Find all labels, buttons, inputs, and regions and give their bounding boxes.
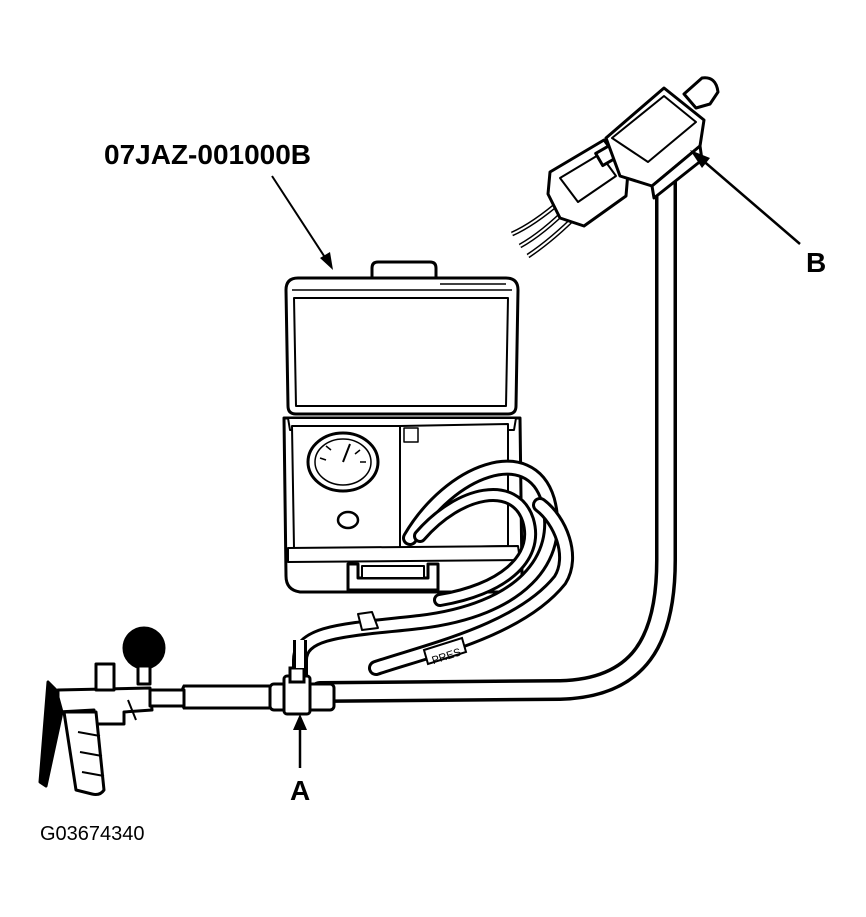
- tester-hoses: [292, 459, 575, 688]
- pressure-tester-case: [282, 260, 524, 594]
- pump-hose: [179, 684, 274, 710]
- figure-id-label: G03674340: [40, 823, 145, 845]
- callout-b-label: B: [806, 247, 826, 278]
- callout-a-arrow: [293, 714, 307, 768]
- tool-number-label: 07JAZ-001000B: [104, 139, 311, 170]
- callout-b-arrow: [690, 150, 801, 245]
- callout-a-label: A: [290, 775, 310, 806]
- pressure-sensor: [510, 76, 720, 259]
- sensor-hose: [309, 159, 677, 703]
- release-valve-button: [336, 510, 360, 530]
- hand-vacuum-pump: [38, 626, 186, 796]
- pres-hose-tag: PRES: [422, 636, 468, 667]
- tool-number-arrow: [271, 175, 333, 270]
- tester-gauge: [306, 431, 380, 493]
- tee-fitting: [268, 640, 336, 716]
